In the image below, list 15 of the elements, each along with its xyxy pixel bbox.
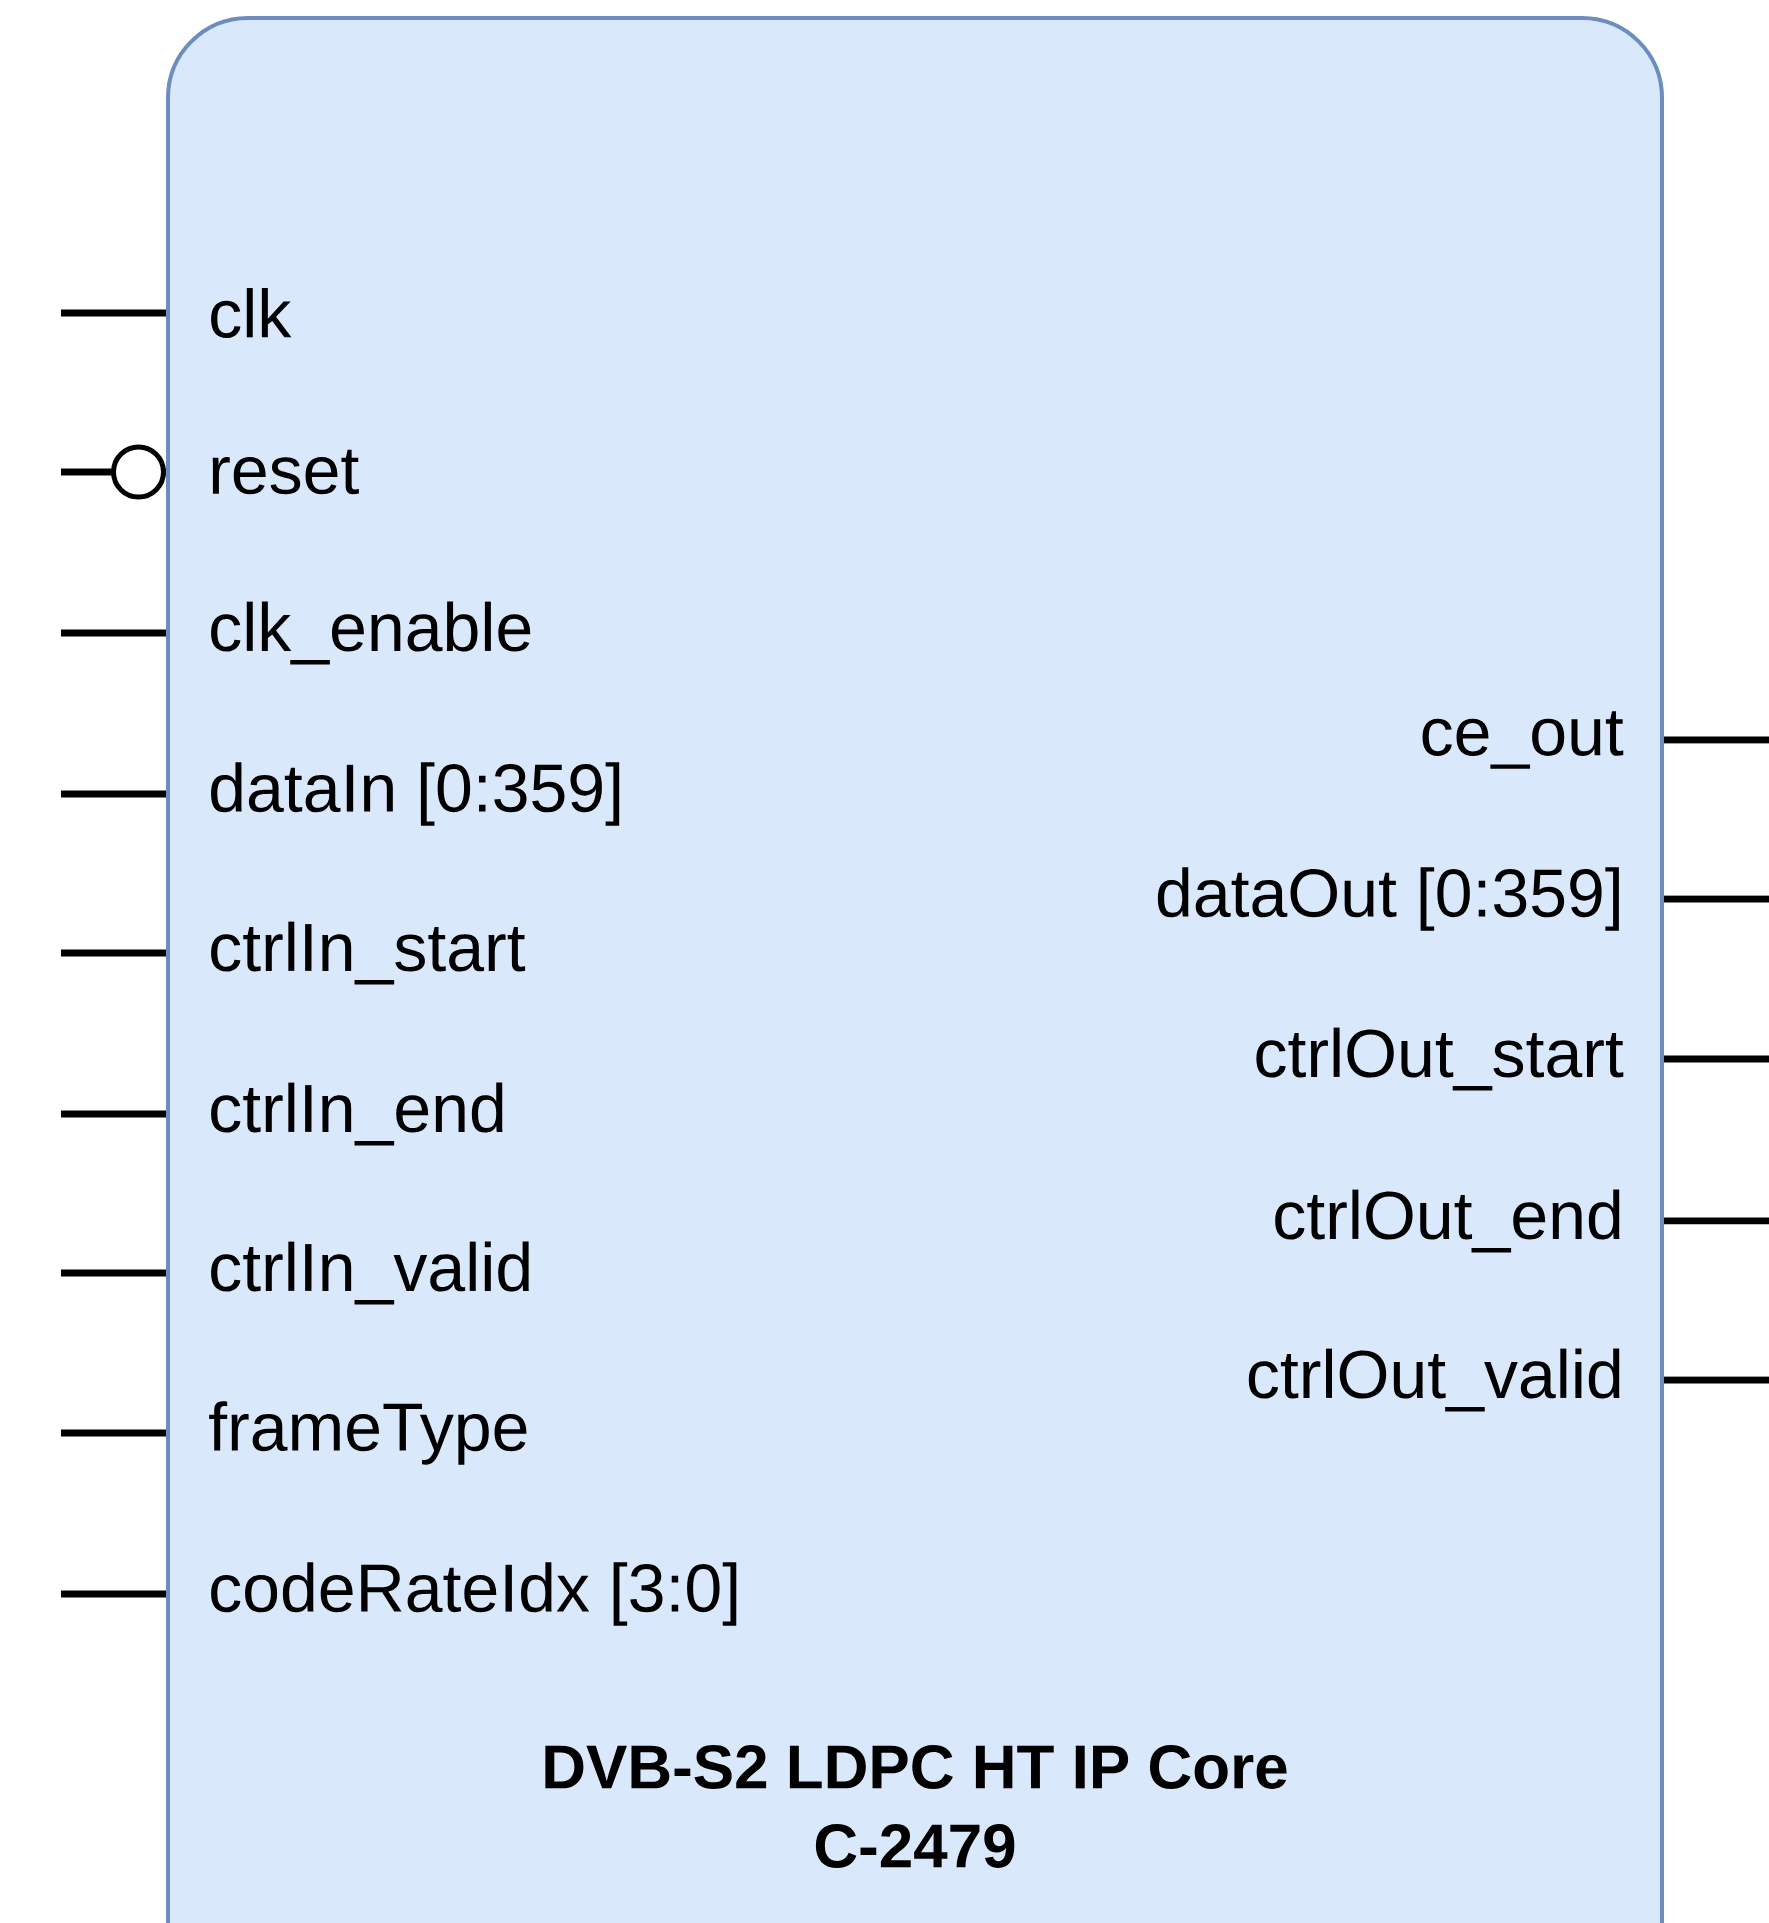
pin-label: ctrlIn_valid [211, 1241, 529, 1305]
pin-label: clk_enable [211, 601, 531, 665]
pin-label: ctrlOut_start [1256, 1027, 1624, 1091]
pin-label: ctrlIn_end [211, 1082, 503, 1146]
pin-label: reset [212, 449, 359, 495]
pin-label: ctrlOut_end [1275, 1189, 1620, 1253]
pin-label: ctrlIn_start [211, 921, 526, 985]
pin-label: frameType [209, 1401, 527, 1465]
pin-label: ctrlOut_valid [1248, 1348, 1620, 1412]
pin-line [61, 444, 166, 500]
pin-label: dataOut [0:359] [1157, 867, 1619, 931]
pin-label: clk [211, 288, 292, 338]
pin-label: codeRateIdx [3:0] [211, 1562, 737, 1626]
pin-label: ce_out [1422, 711, 1624, 769]
pin-label: dataIn [0:359] [211, 762, 620, 826]
